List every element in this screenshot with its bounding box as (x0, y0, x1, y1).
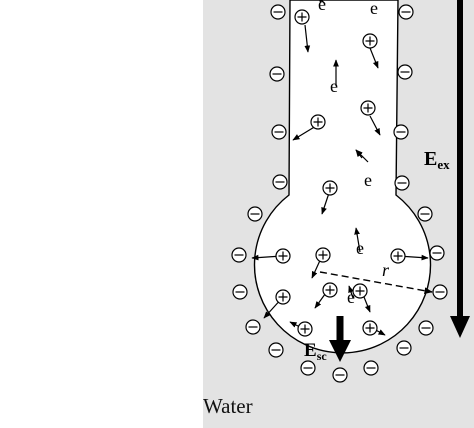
radius-arrow (319, 271, 433, 294)
electron-5: e (356, 238, 364, 258)
electrons (317, 0, 369, 299)
space-charge-field-label: Esc (304, 340, 327, 363)
electron-3: e (330, 76, 338, 96)
electron-2: e (370, 0, 378, 18)
external-field-arrowhead (450, 316, 470, 338)
external-field-label: Eex (424, 148, 450, 172)
electron-6: e (347, 287, 355, 307)
negative-surface-charges (231, 4, 448, 383)
positive-ions (275, 9, 406, 337)
jet-outline (253, 0, 432, 354)
radius-label: r (382, 260, 390, 280)
space-charge-field-arrowhead (329, 340, 351, 362)
electron-1: e (318, 0, 326, 14)
electron-4: e (364, 170, 372, 190)
water-label: Water (203, 394, 253, 418)
